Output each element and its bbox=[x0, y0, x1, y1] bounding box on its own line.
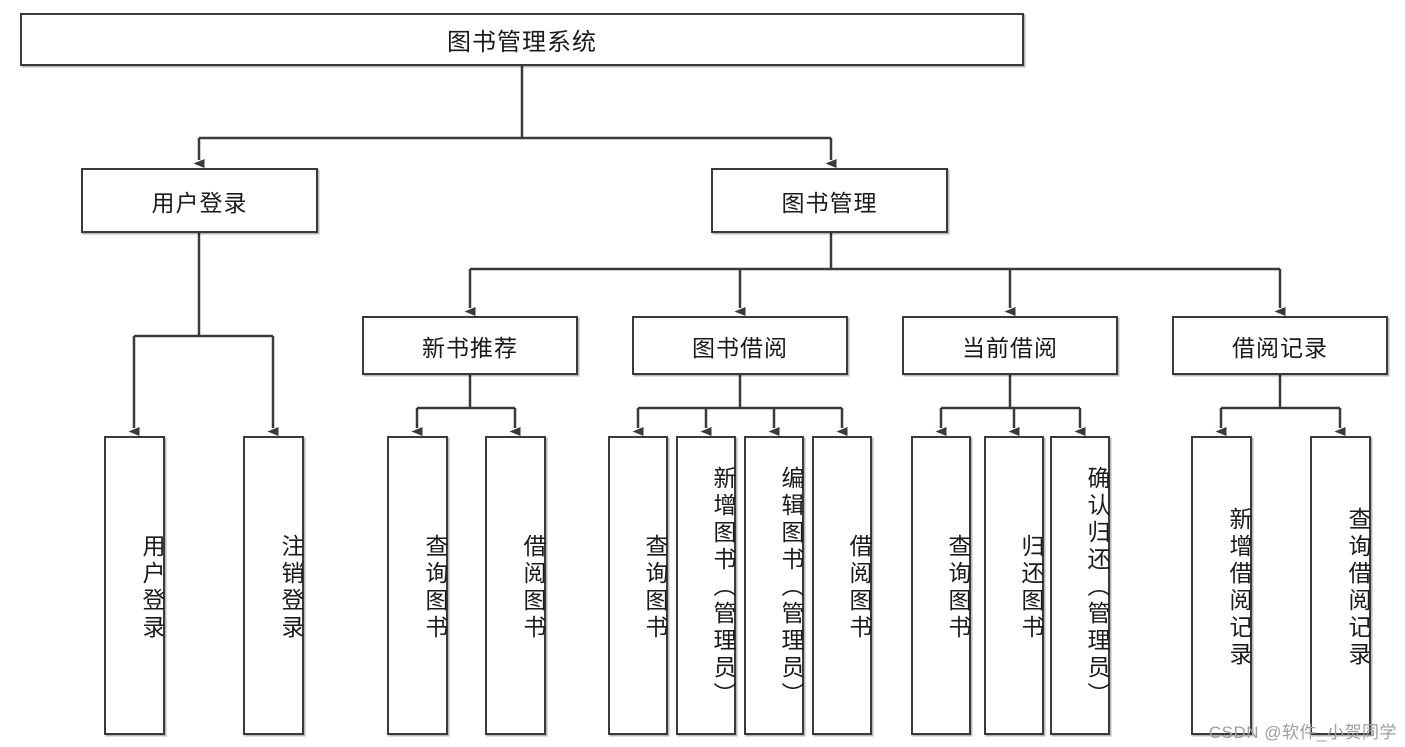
leaf-logout-label: 注销登录 bbox=[278, 533, 304, 642]
leaf-query-book-current-label: 查询图书 bbox=[945, 533, 971, 642]
leaf-logout[interactable]: 注销登录 bbox=[243, 436, 304, 735]
node-user-login-label: 用户登录 bbox=[151, 189, 248, 216]
node-new-book-recommend[interactable]: 新书推荐 bbox=[362, 316, 578, 375]
leaf-return-book[interactable]: 归还图书 bbox=[984, 436, 1044, 735]
leaf-query-book-recommend-label: 查询图书 bbox=[422, 533, 448, 642]
leaf-add-borrow-record-label: 新增借阅记录 bbox=[1226, 506, 1252, 669]
node-current-borrow-label: 当前借阅 bbox=[962, 334, 1058, 361]
leaf-borrow-book-recommend-label: 借阅图书 bbox=[520, 533, 546, 642]
leaf-user-login[interactable]: 用户登录 bbox=[104, 436, 165, 735]
leaf-add-book-label: 新增图书（管理员） bbox=[710, 466, 736, 709]
node-borrow-record-label: 借阅记录 bbox=[1232, 334, 1328, 361]
leaf-borrow-book-recommend[interactable]: 借阅图书 bbox=[485, 436, 546, 735]
leaf-add-borrow-record[interactable]: 新增借阅记录 bbox=[1191, 436, 1252, 735]
leaf-confirm-return[interactable]: 确认归还（管理员） bbox=[1050, 436, 1110, 735]
leaf-user-login-label: 用户登录 bbox=[139, 533, 165, 642]
leaf-edit-book-label: 编辑图书（管理员） bbox=[778, 466, 804, 709]
leaf-borrow-book-label: 借阅图书 bbox=[846, 533, 872, 642]
leaf-return-book-label: 归还图书 bbox=[1018, 533, 1044, 642]
leaf-query-borrow-record[interactable]: 查询借阅记录 bbox=[1310, 436, 1371, 735]
leaf-query-book-borrow[interactable]: 查询图书 bbox=[608, 436, 668, 735]
leaf-confirm-return-label: 确认归还（管理员） bbox=[1084, 466, 1110, 709]
leaf-query-book-current[interactable]: 查询图书 bbox=[911, 436, 971, 735]
node-book-manage[interactable]: 图书管理 bbox=[711, 168, 948, 233]
watermark: CSDN @软件_小贺同学 bbox=[1208, 723, 1397, 742]
leaf-borrow-book[interactable]: 借阅图书 bbox=[812, 436, 872, 735]
node-new-book-recommend-label: 新书推荐 bbox=[422, 334, 518, 361]
node-book-manage-label: 图书管理 bbox=[781, 189, 878, 216]
leaf-query-borrow-record-label: 查询借阅记录 bbox=[1345, 506, 1371, 669]
node-root-label: 图书管理系统 bbox=[447, 29, 597, 56]
node-user-login[interactable]: 用户登录 bbox=[81, 168, 318, 233]
node-current-borrow[interactable]: 当前借阅 bbox=[902, 316, 1118, 375]
leaf-query-book-borrow-label: 查询图书 bbox=[642, 533, 668, 642]
leaf-edit-book[interactable]: 编辑图书（管理员） bbox=[744, 436, 804, 735]
node-book-borrow[interactable]: 图书借阅 bbox=[632, 316, 848, 375]
node-borrow-record[interactable]: 借阅记录 bbox=[1172, 316, 1388, 375]
leaf-query-book-recommend[interactable]: 查询图书 bbox=[387, 436, 448, 735]
leaf-add-book[interactable]: 新增图书（管理员） bbox=[676, 436, 736, 735]
node-root[interactable]: 图书管理系统 bbox=[20, 13, 1024, 66]
node-book-borrow-label: 图书借阅 bbox=[692, 334, 788, 361]
